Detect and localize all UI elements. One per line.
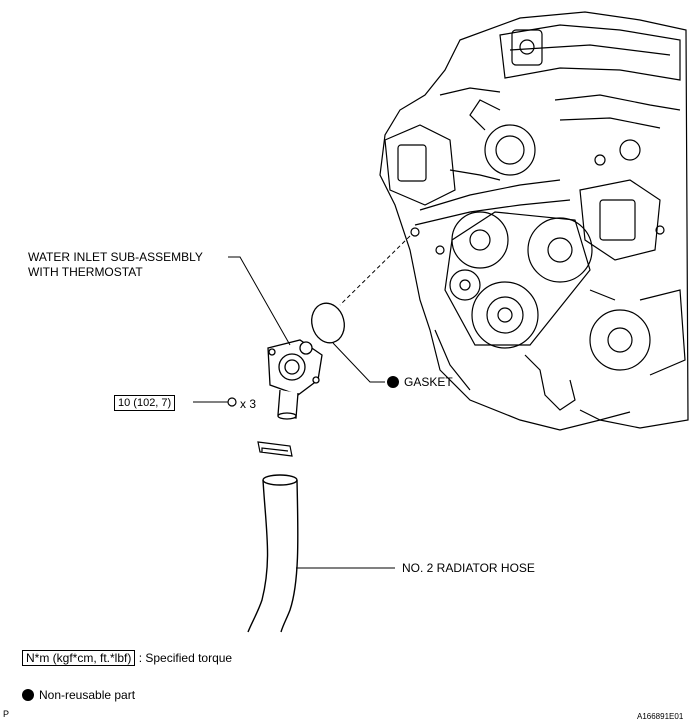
figure-id: A166891E01 [637, 712, 684, 721]
corner-mark: P [3, 709, 10, 719]
torque-spec-box: 10 (102, 7) [114, 395, 176, 411]
gasket-label: GASKET [387, 375, 453, 390]
legend-nonreusable-text: Non-reusable part [39, 688, 136, 702]
bolt-quantity-label: x 3 [240, 397, 257, 411]
leader-lines [193, 256, 395, 569]
radiator-hose-label: NO. 2 RADIATOR HOSE [402, 561, 535, 575]
install-dashed-line [339, 235, 411, 306]
bolt-part [227, 397, 237, 407]
legend-torque-desc: : Specified torque [138, 651, 233, 665]
engine-illustration [379, 11, 689, 431]
legend-nonreusable: Non-reusable part [22, 688, 135, 703]
water-inlet-label-line1: WATER INLET SUB-ASSEMBLY [28, 250, 203, 264]
legend-torque: N*m (kgf*cm, ft.*lbf) : Specified torque [22, 650, 232, 666]
nonreusable-dot-icon [387, 376, 399, 388]
gasket-part [311, 302, 345, 344]
water-inlet-label-line2: WITH THERMOSTAT [28, 265, 143, 279]
legend-dot-icon [22, 689, 34, 701]
hose-clamp-part [257, 441, 293, 457]
gasket-label-text: GASKET [404, 375, 453, 389]
water-inlet-part [267, 339, 323, 420]
radiator-hose-part [247, 474, 299, 633]
legend-torque-box: N*m (kgf*cm, ft.*lbf) [22, 650, 136, 666]
